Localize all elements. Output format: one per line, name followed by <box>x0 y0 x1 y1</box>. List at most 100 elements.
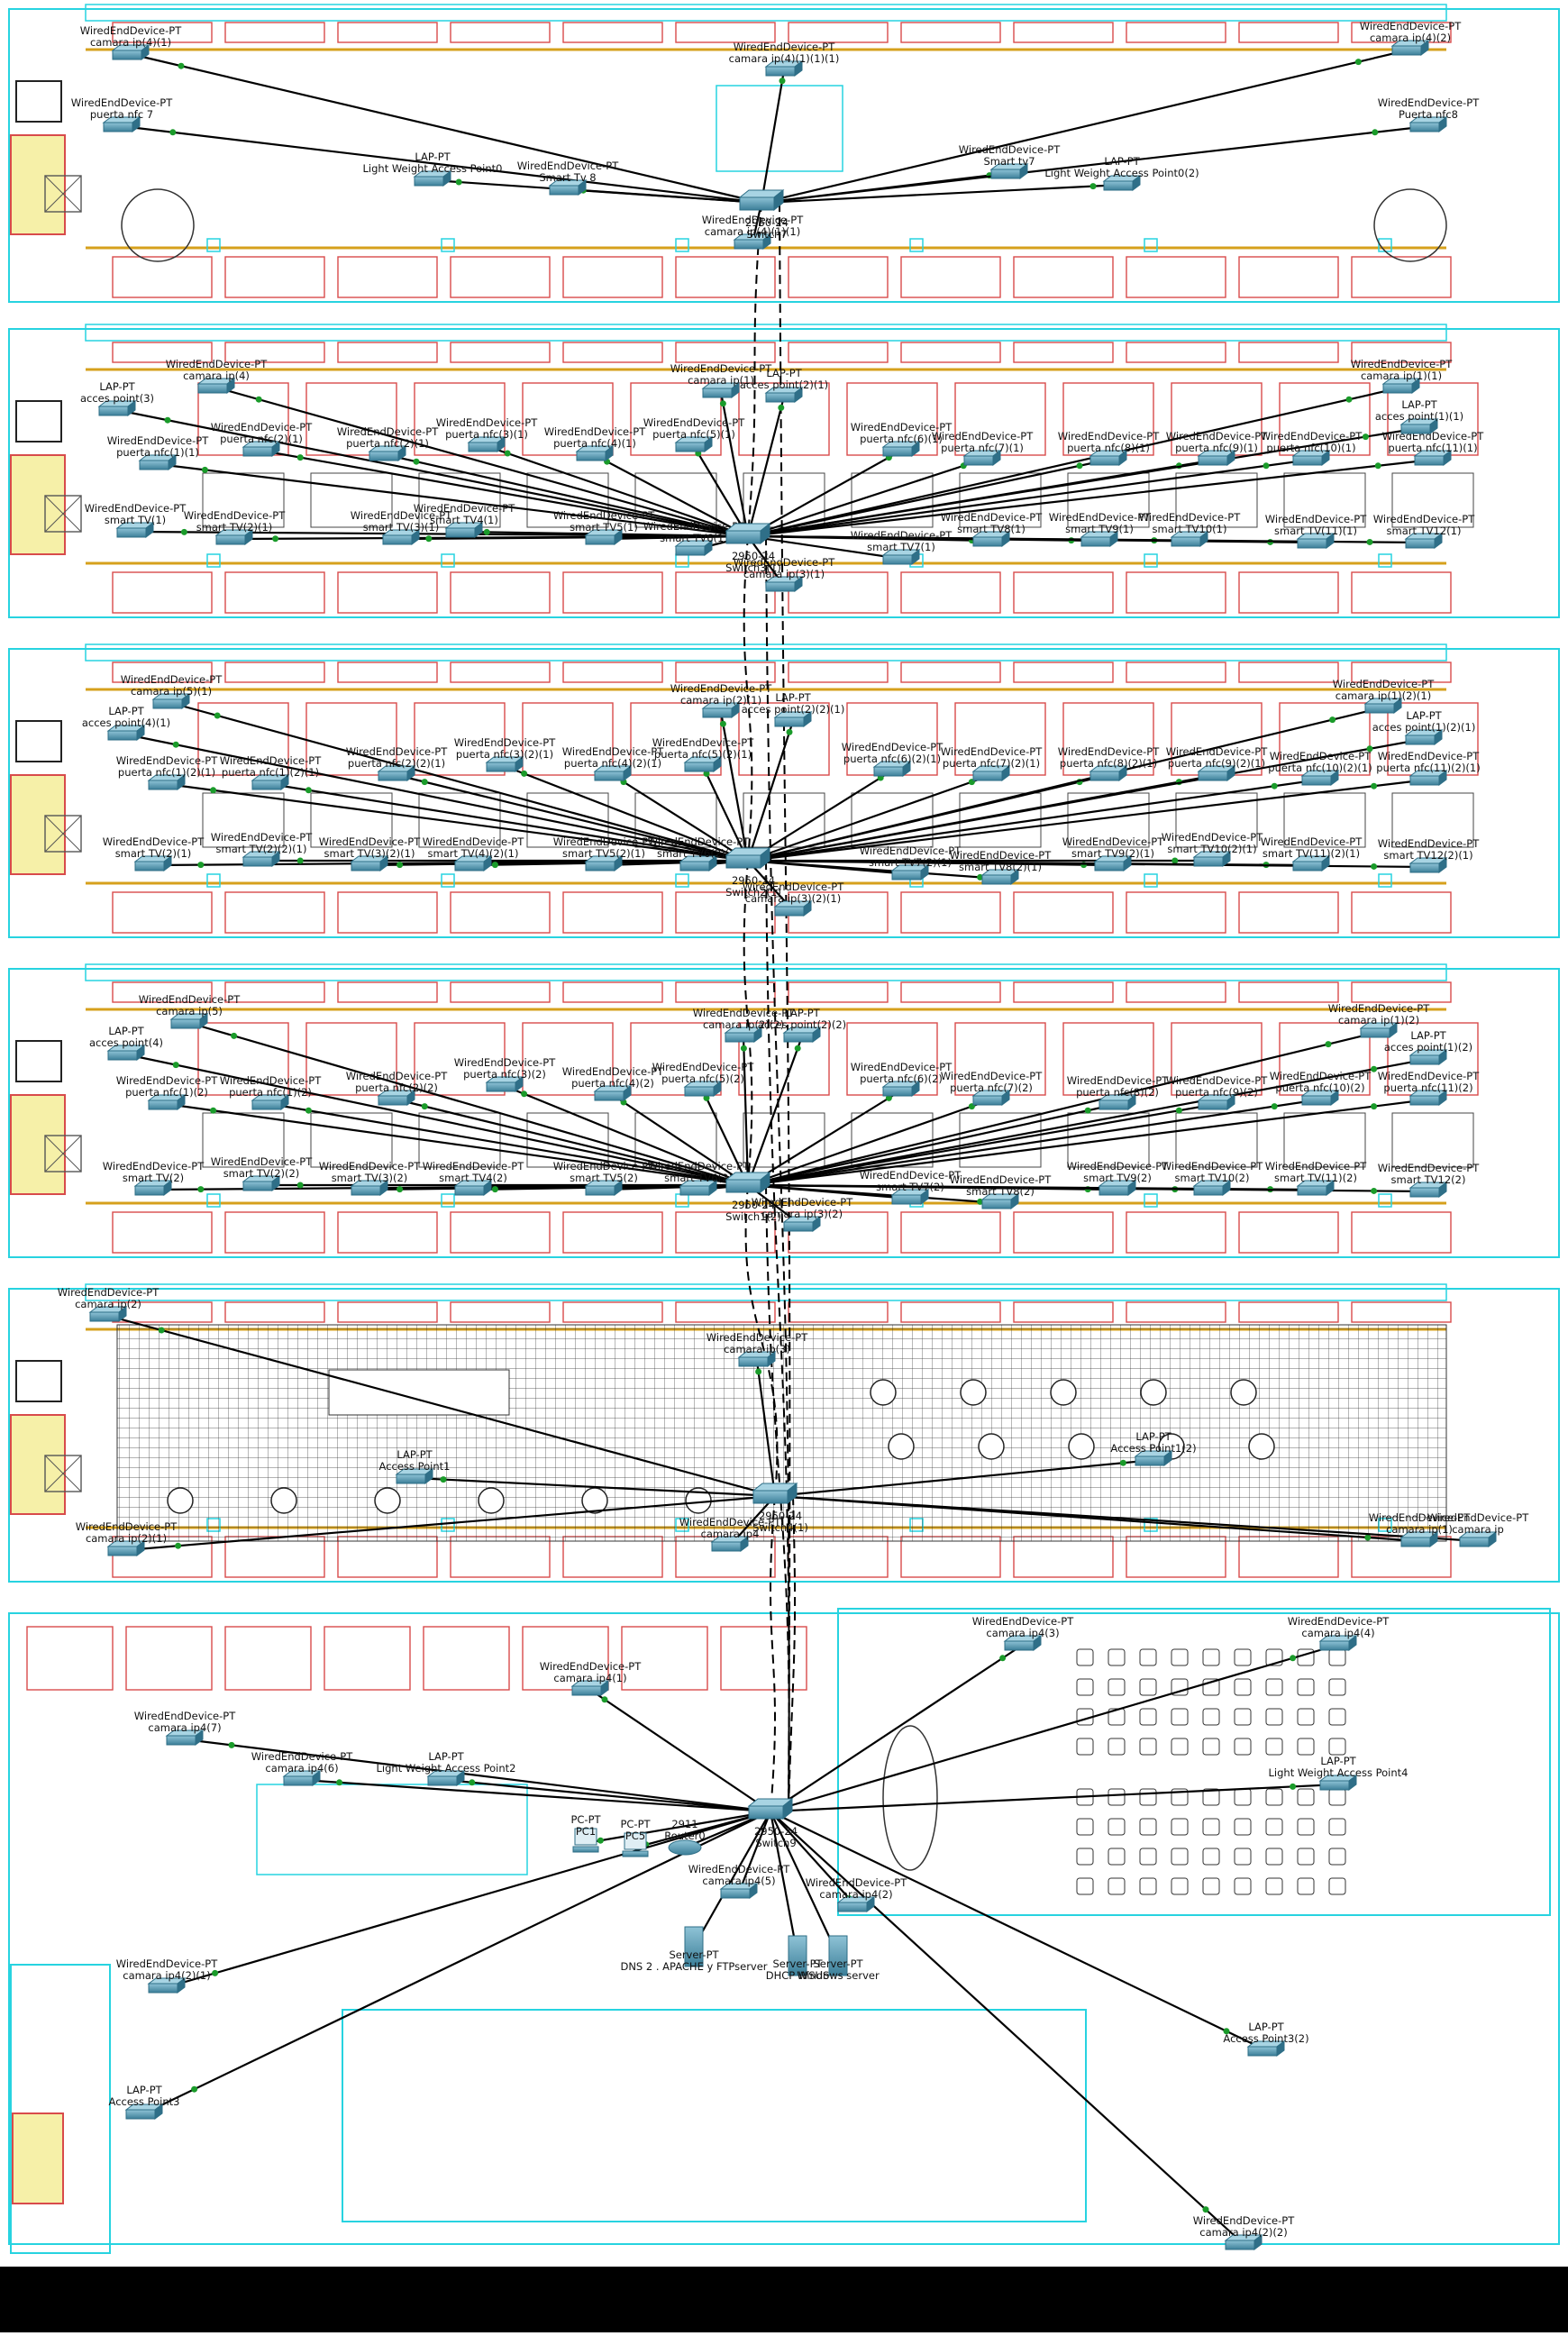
device-label: 2950-24Switch4(1) <box>752 1510 808 1534</box>
link-status-icon <box>1371 1103 1377 1109</box>
device-label: WiredEndDevice-PTsmart TV8(2)(1) <box>950 849 1052 873</box>
link-status-icon <box>397 862 403 868</box>
link-status-icon <box>425 535 432 542</box>
network-link <box>761 50 1410 203</box>
device-label: WiredEndDevice-PTsmart TV(3)(2)(1) <box>319 835 421 860</box>
device-label: WiredEndDevice-PTpuerta nfc(6)(2) <box>851 1061 953 1085</box>
device-label: WiredEndDevice-PTsmart TV5(2) <box>553 1160 655 1184</box>
link-status-icon <box>173 1062 179 1068</box>
switch-icon[interactable] <box>740 190 783 210</box>
link-status-icon <box>197 862 204 868</box>
link-status-icon <box>1371 783 1377 789</box>
device-label: WiredEndDevice-PTsmart TV10(2)(1) <box>1162 831 1263 855</box>
link-status-icon <box>231 1033 237 1039</box>
device-label: LAP-PTAccess Point3(2) <box>1223 2021 1308 2045</box>
link-status-icon <box>1085 1108 1091 1114</box>
device-label: WiredEndDevice-PTpuerta nfc(9)(2)(1) <box>1166 745 1268 770</box>
device-label: WiredEndDevice-PTpuerta nfc(1)(2) <box>116 1074 218 1099</box>
link-status-icon <box>212 1970 218 1976</box>
link-status-icon <box>297 1182 304 1189</box>
link-status-icon <box>597 1838 604 1844</box>
link-status-icon <box>484 529 490 535</box>
device-label: WiredEndDevice-PTcamara ip(2)(1) <box>76 1520 178 1545</box>
link-status-icon <box>175 1543 181 1549</box>
link-status-icon <box>336 1779 342 1785</box>
device-label: WiredEndDevice-PTpuerta nfc(1)(2)(1) <box>116 754 218 779</box>
device-label: WiredEndDevice-PTsmart TV12(2) <box>1378 1162 1480 1186</box>
device-label: WiredEndDevice-PTcamara ip(4)(1) <box>80 24 182 49</box>
switch-icon[interactable] <box>749 1799 792 1819</box>
link-status-icon <box>521 771 527 777</box>
link-status-icon <box>1171 858 1178 864</box>
device-label: WiredEndDevice-PTsmart TV(4)(2)(1) <box>423 835 524 860</box>
device-label: WiredEndDevice-PTsmart TV(2)(1) <box>184 509 286 534</box>
device-label: WiredEndDevice-PTpuerta nfc(1)(1) <box>107 434 209 459</box>
device-label: WiredEndDevice-PTsmart TV(11)(2)(1) <box>1261 835 1363 860</box>
device-label: WiredEndDevice-PTsmart TV7(1) <box>851 529 953 553</box>
device-label: WiredEndDevice-PTpuerta nfc(4)(1) <box>544 425 646 450</box>
device-label: WiredEndDevice-PTpuerta nfc(8)(2)(1) <box>1058 745 1160 770</box>
device-label: WiredEndDevice-PTcamara ip4(2)(1) <box>116 1957 218 1982</box>
device-label: WiredEndDevice-PTcamara ip4(5) <box>688 1863 790 1887</box>
device-label: WiredEndDevice-PTsmart TV(11)(1) <box>1265 513 1367 537</box>
device-label: WiredEndDevice-PTsmart TV5(2)(1) <box>553 835 655 860</box>
device-label: WiredEndDevice-PTpuerta nfc(3)(1) <box>436 416 538 441</box>
link-status-icon <box>1372 129 1378 135</box>
link-status-icon <box>787 729 793 735</box>
device-label: WiredEndDevice-PTsmart TV9(2)(1) <box>1062 835 1164 860</box>
link-status-icon <box>778 405 784 411</box>
link-status-icon <box>741 1045 747 1052</box>
device-label: WiredEndDevice-PTsmart TV8(1) <box>941 511 1043 535</box>
link-status-icon <box>414 459 420 465</box>
switch-icon[interactable] <box>753 1483 797 1503</box>
device-label: WiredEndDevice-PTpuerta nfc(11)(2)(1) <box>1376 750 1480 774</box>
link-status-icon <box>165 417 171 424</box>
device-label: WiredEndDevice-PTpuerta nfc(2)(2)(1) <box>346 745 448 770</box>
link-status-icon <box>492 1186 498 1192</box>
device-label: WiredEndDevice-PTpuerta nfc(10)(2) <box>1270 1070 1372 1094</box>
device-label: WiredEndDevice-PTpuerta nfc(7)(2)(1) <box>941 745 1043 770</box>
device-label: WiredEndDevice-PTpuerta nfc(9)(2) <box>1166 1074 1268 1099</box>
network-link <box>761 70 784 203</box>
router-icon[interactable] <box>669 1840 701 1855</box>
device-label: WiredEndDevice-PTpuerta nfc(2)(1) <box>211 421 313 445</box>
device-label: LAP-PTAccess Point3 <box>109 2084 180 2108</box>
device-label: WiredEndDevice-PTcamara ip(4) <box>166 358 268 382</box>
network-link <box>302 1780 770 1811</box>
link-status-icon <box>229 1742 235 1748</box>
link-status-icon <box>1176 1108 1182 1114</box>
device-label: WiredEndDevice-PTpuerta nfc(8)(2) <box>1067 1074 1169 1099</box>
device-label: WiredEndDevice-PTcamara ip4(3) <box>972 1615 1074 1639</box>
switch-icon[interactable] <box>726 524 770 543</box>
device-label: WiredEndDevice-PTcamara ip(4)(1)(1)(1) <box>729 41 840 65</box>
device-label: WiredEndDevice-PTsmart TV(2)(2)(1) <box>211 831 313 855</box>
device-label: WiredEndDevice-PTSmart tv7 <box>959 143 1061 168</box>
link-status-icon <box>1371 863 1377 870</box>
device-label: WiredEndDevice-PTcamara ip4(7) <box>134 1710 236 1734</box>
device-label: WiredEndDevice-PTpuerta nfc(5)(2) <box>652 1061 754 1085</box>
link-status-icon <box>795 1045 801 1052</box>
link-status-icon <box>178 63 185 69</box>
device-label: WiredEndDevice-PTsmart TV7(2) <box>860 1169 962 1193</box>
link-status-icon <box>210 1108 216 1114</box>
device-label: LAP-PTLight Weight Access Point0(2) <box>1044 155 1199 179</box>
link-status-icon <box>602 1696 608 1702</box>
switch-icon[interactable] <box>726 848 770 868</box>
device-label: WiredEndDevice-PTpuerta nfc(5)(2)(1) <box>652 736 754 761</box>
switch-icon[interactable] <box>726 1173 770 1192</box>
device-label: WiredEndDevice-PTsmart TV9(1) <box>1049 511 1151 535</box>
floor-floor4: WiredEndDevice-PTcamara ip(5)LAP-PTacces… <box>89 993 1480 1231</box>
device-label: LAP-PTLight Weight Access Point4 <box>1269 1755 1408 1779</box>
device-label: WiredEndDevice-PTsmart TV12(2)(1) <box>1378 837 1480 862</box>
link-status-icon <box>1090 183 1097 189</box>
trunk-link <box>770 1496 775 1811</box>
device-label: WiredEndDevice-PTcamara ip(5) <box>139 993 241 1017</box>
device-label: WiredEndDevice-PTpuerta nfc 7 <box>71 96 173 121</box>
device-label: WiredEndDevice-PTsmart TV(2)(2) <box>211 1155 313 1180</box>
device-label: WiredEndDevice-PTcamara ip(4)(2) <box>1360 20 1462 44</box>
link-status-icon <box>297 858 304 864</box>
device-label: WiredEndDevice-PTpuerta nfc(10)(1) <box>1261 430 1363 454</box>
device-label: LAP-PTLight Weight Access Point0 <box>363 151 503 175</box>
